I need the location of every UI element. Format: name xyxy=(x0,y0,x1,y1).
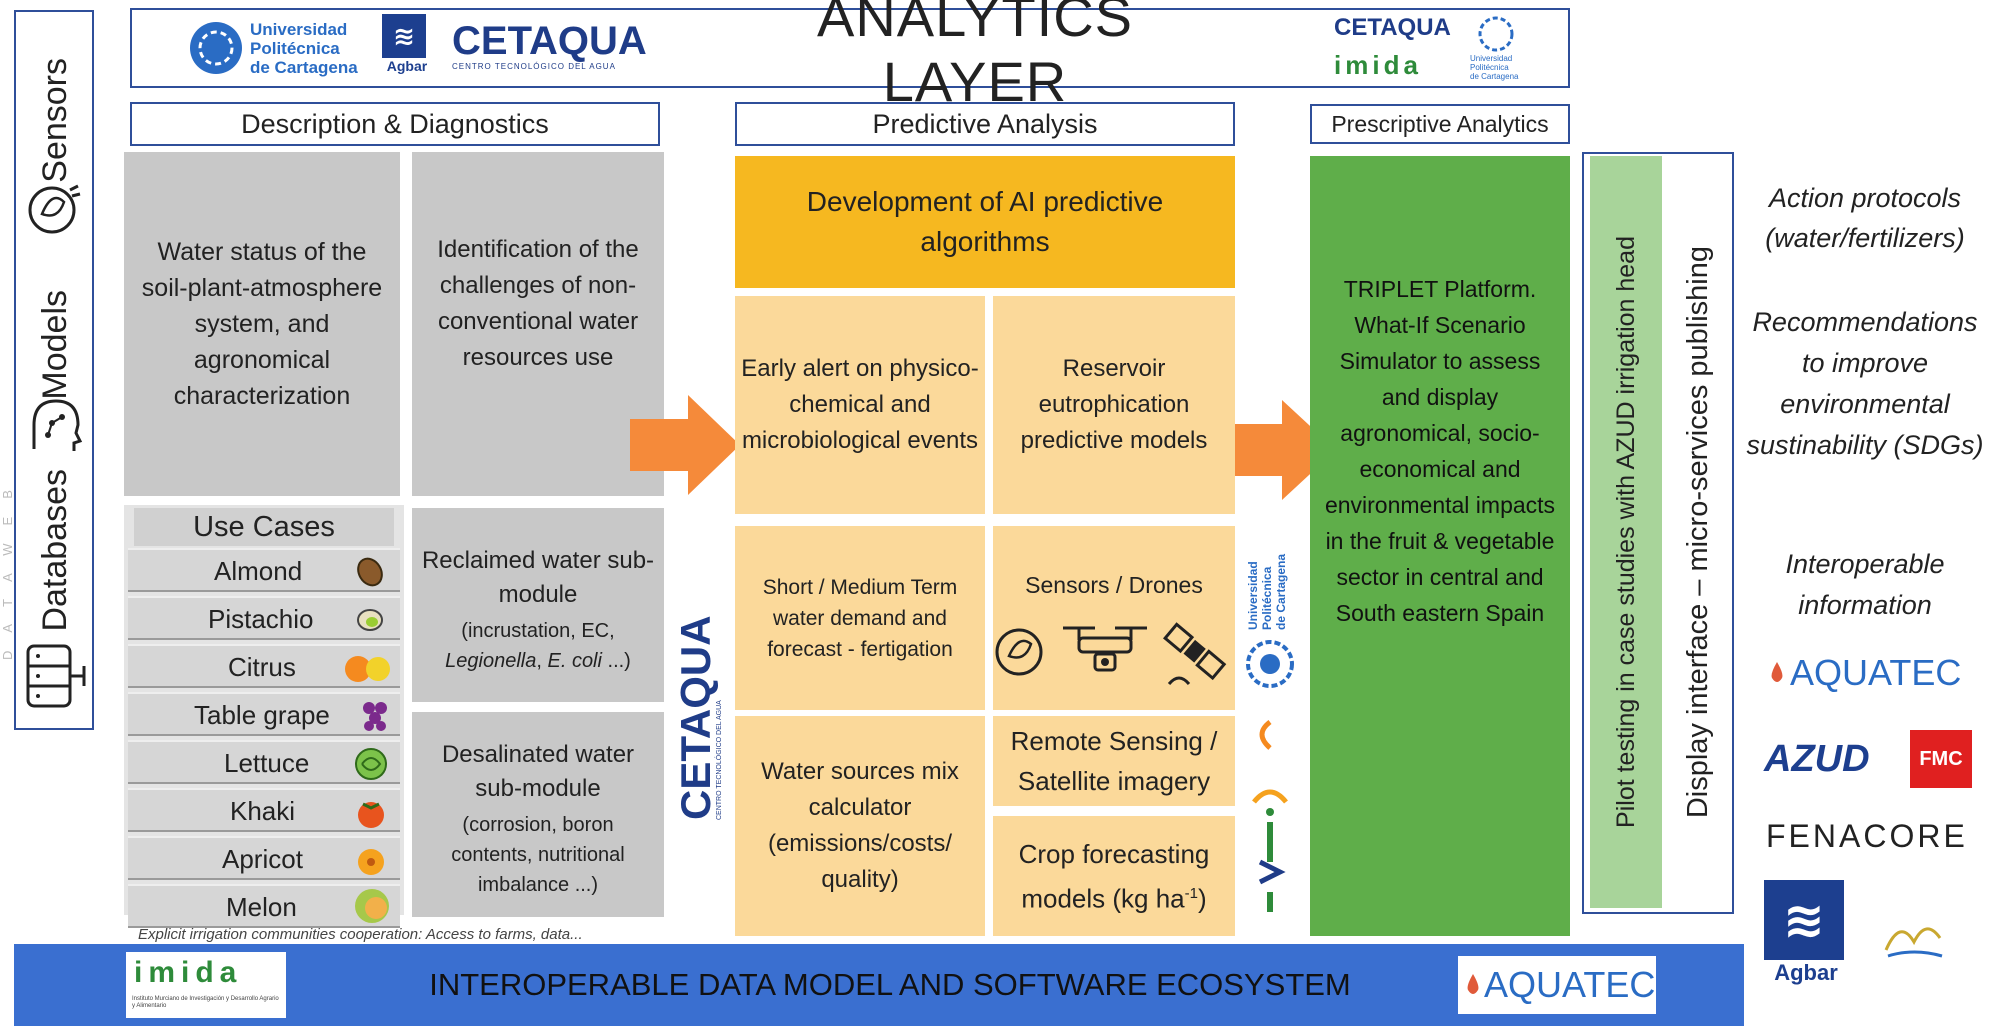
section-prescriptive: Prescriptive Analytics xyxy=(1310,104,1570,144)
desalinated-water-box: Desalinated water sub-module (corrosion,… xyxy=(412,712,664,917)
use-case-khaki: Khaki xyxy=(128,788,400,832)
arrow-right-2 xyxy=(1220,400,1338,500)
remote-sensing-box: Remote Sensing / Satellite imagery xyxy=(993,716,1235,806)
section-description: Description & Diagnostics xyxy=(130,102,660,146)
melon-icon xyxy=(352,886,394,931)
header-banner xyxy=(130,8,1570,88)
bottom-bar-title: INTEROPERABLE DATA MODEL AND SOFTWARE EC… xyxy=(429,967,1351,1002)
imida-logo: imida Instituto Murciano de Investigació… xyxy=(126,952,286,1018)
use-case-label: Khaki xyxy=(230,796,296,826)
use-case-table-grape: Table grape xyxy=(128,692,400,736)
use-cases-title: Use Cases xyxy=(134,508,394,546)
water-drop-icon xyxy=(1464,972,1482,1003)
left-sidebar xyxy=(14,10,94,730)
sensors-drones-box: Sensors / Drones xyxy=(993,526,1235,710)
display-interface-band: Display interface – micro-services publi… xyxy=(1681,245,1714,819)
use-case-label: Pistachio xyxy=(208,604,314,634)
section-predictive: Predictive Analysis xyxy=(735,102,1235,146)
short-medium-box: Short / Medium Term water demand and for… xyxy=(735,526,985,710)
use-case-label: Apricot xyxy=(222,844,303,874)
agbar-logo: ≋ Agbar xyxy=(1764,880,1848,990)
models-label: Models xyxy=(35,290,74,400)
use-case-label: Lettuce xyxy=(224,748,310,778)
triplet-box: TRIPLET Platform. What-If Scenario Simul… xyxy=(1310,156,1570,936)
crop-forecast-box: Crop forecasting models (kg ha-1) xyxy=(993,816,1235,936)
use-case-label: Melon xyxy=(226,892,297,922)
khaki-icon xyxy=(354,794,388,835)
pilot-display-frame xyxy=(1582,152,1734,914)
water-sources-box: Water sources mix calculator (emissions/… xyxy=(735,716,985,936)
reservoir-box: Reservoir eutrophication predictive mode… xyxy=(993,296,1235,514)
databases-label: Databases xyxy=(35,468,74,632)
dev-ai-box: Development of AI predictive algorithms xyxy=(735,156,1235,288)
use-case-citrus: Citrus xyxy=(128,644,400,688)
bottom-aquatec-logo: AQUATEC xyxy=(1458,956,1656,1014)
early-alert-box: Early alert on physico-chemical and micr… xyxy=(735,296,985,514)
imida-vertical-logo xyxy=(1240,712,1304,922)
use-case-apricot: Apricot xyxy=(128,836,400,880)
cetaqua-logo: CETAQUA CENTRO TECNOLÓGICO DEL AGUA xyxy=(452,19,647,71)
azud-logo: AZUD xyxy=(1764,738,1870,780)
use-case-melon: Melon xyxy=(128,884,400,928)
fenacore-logo: FENACORE xyxy=(1766,818,1968,854)
challenges-box: Identification of the challenges of non-… xyxy=(412,152,664,496)
action-protocols-text: Action protocols (water/fertilizers) xyxy=(1765,183,1965,253)
aquatec-logo: AQUATEC xyxy=(1768,650,1968,696)
citrus-icon xyxy=(342,652,394,689)
interoperable-text: Interoperable information xyxy=(1785,549,1945,620)
use-case-label: Table grape xyxy=(194,700,330,730)
sidebar-watermark: DATAWEB xyxy=(0,472,15,660)
agbar-logo-small: ≋ Agbar xyxy=(382,14,432,82)
leaf-sensor-icon xyxy=(993,622,1049,687)
use-case-label: Citrus xyxy=(228,652,296,682)
model-head-icon xyxy=(26,395,83,455)
pilot-testing-band: Pilot testing in case studies with AZUD … xyxy=(1590,156,1662,908)
database-server-icon xyxy=(24,640,88,712)
water-status-box: Water status of the soil-plant-atmospher… xyxy=(124,152,400,496)
satellite-icon xyxy=(1159,612,1229,697)
page-title: ANALYTICS LAYER xyxy=(816,0,1134,113)
almond-icon xyxy=(354,556,386,593)
water-drop-icon xyxy=(1768,660,1786,691)
apricot-icon xyxy=(354,842,388,883)
community-logo xyxy=(1880,898,1950,968)
reclaimed-water-box: Reclaimed water sub-module (incrustation… xyxy=(412,508,664,702)
recommendations-text: Recommendations to improve environmental… xyxy=(1746,307,1984,460)
footnote: Explicit irrigation communities cooperat… xyxy=(138,926,583,943)
grape-icon xyxy=(360,696,390,741)
arrow-right-1 xyxy=(630,395,742,495)
use-case-label: Almond xyxy=(214,556,303,586)
use-case-pistachio: Pistachio xyxy=(128,596,400,640)
use-case-almond: Almond xyxy=(128,548,400,592)
use-case-lettuce: Lettuce xyxy=(128,740,400,784)
lettuce-icon xyxy=(354,746,388,787)
drone-icon xyxy=(1055,618,1155,683)
sensors-label: Sensors xyxy=(35,57,74,183)
cetaqua-vertical-logo: CETAQUA CENTRO TECNOLÓGICO DEL AGUA xyxy=(672,615,723,820)
fmc-logo: FMC xyxy=(1910,730,1972,788)
sensor-leaf-icon xyxy=(28,180,81,236)
bottom-bar xyxy=(14,944,1744,1026)
pistachio-icon xyxy=(354,604,386,641)
